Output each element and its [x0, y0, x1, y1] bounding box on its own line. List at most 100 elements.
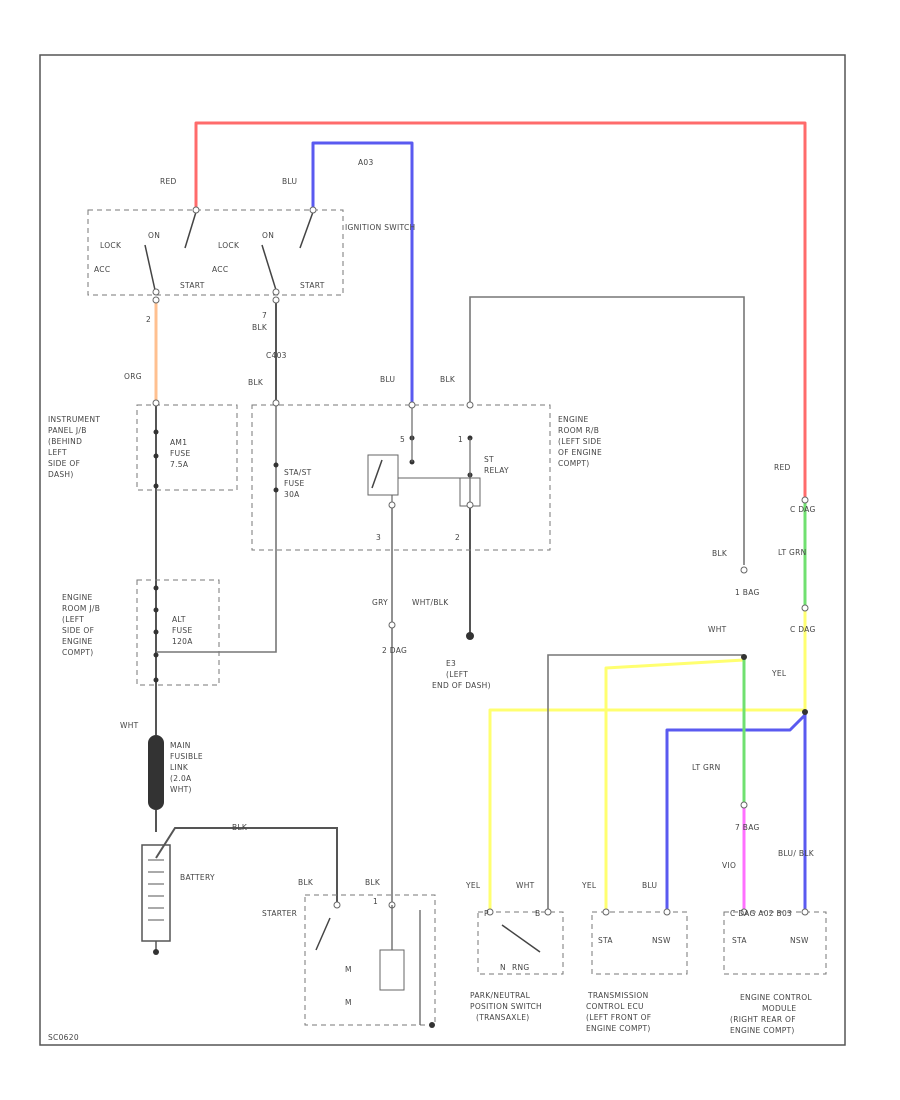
wire-red	[194, 121, 807, 502]
label-wire-7: 7	[262, 311, 267, 320]
svg-text:STA/ST: STA/ST	[284, 468, 312, 477]
ignition-switch-label: IGNITION SWITCH	[345, 223, 415, 232]
ip-jb-label: INSTRUMENT PANEL J/B (BEHIND LEFT SIDE O…	[48, 415, 100, 479]
label-c-dag: C DAG	[790, 505, 816, 514]
svg-text:E3: E3	[446, 659, 456, 668]
starter-box	[304, 894, 436, 1026]
svg-text:OF ENGINE: OF ENGINE	[558, 448, 602, 457]
ig-lock-1: LOCK	[100, 241, 122, 250]
alt-fuse: ALT FUSE 120A	[153, 585, 193, 683]
label-c403: C403	[266, 351, 287, 360]
ignition-switch-right	[261, 206, 317, 296]
label-blu-blk: BLU/ BLK	[778, 849, 815, 858]
label-wht-right: WHT	[708, 625, 727, 634]
svg-text:ROOM J/B: ROOM J/B	[62, 604, 100, 613]
label-red-top: RED	[160, 177, 177, 186]
starter: STARTER M M BLK BLK 1	[262, 878, 435, 1028]
svg-text:FUSE: FUSE	[170, 449, 191, 458]
label-vio: VIO	[722, 861, 736, 870]
ecm-box	[723, 911, 827, 975]
svg-text:BLK: BLK	[298, 878, 314, 887]
svg-text:(LEFT FRONT OF: (LEFT FRONT OF	[586, 1013, 651, 1022]
ip-jb-box	[136, 404, 238, 491]
ig-acc-2: ACC	[212, 265, 228, 274]
svg-text:NSW: NSW	[652, 936, 671, 945]
svg-text:RNG: RNG	[512, 963, 530, 972]
ground-e3: E3 (LEFT END OF DASH)	[432, 659, 491, 690]
svg-text:ROOM R/B: ROOM R/B	[558, 426, 599, 435]
ig-lock-2: LOCK	[218, 241, 240, 250]
er-jb-box	[136, 579, 220, 686]
svg-text:WHT: WHT	[516, 881, 535, 890]
svg-text:ST: ST	[484, 455, 494, 464]
ignition-switch-left	[144, 206, 200, 296]
label-c-dag-3: 2 DAG	[382, 646, 407, 655]
label-c-dag-2: C DAG	[790, 625, 816, 634]
svg-text:STA: STA	[598, 936, 613, 945]
label-org: ORG	[124, 372, 142, 381]
wire-battery	[155, 827, 338, 905]
wire-blk-relay-gnd	[469, 296, 745, 565]
st-relay: ST RELAY 5 1 3 2	[367, 405, 509, 542]
label-wht-blk: WHT/BLK	[412, 598, 449, 607]
svg-text:END OF DASH): END OF DASH)	[432, 681, 491, 690]
wire-blue-top	[311, 141, 414, 407]
svg-text:PANEL J/B: PANEL J/B	[48, 426, 87, 435]
label-yel-right: YEL	[771, 669, 787, 678]
label-c-bag-2: 7 BAG	[735, 823, 760, 832]
svg-text:ENGINE: ENGINE	[62, 593, 93, 602]
svg-text:YEL: YEL	[581, 881, 597, 890]
wire-yellow-pn	[488, 708, 807, 914]
ig-on-2: ON	[262, 231, 274, 240]
svg-text:P: P	[484, 909, 489, 918]
label-red-right: RED	[774, 463, 791, 472]
footer-code: SC0620	[48, 1033, 79, 1042]
svg-text:COMPT): COMPT)	[558, 459, 589, 468]
svg-text:BLK: BLK	[232, 823, 248, 832]
label-c-bag-1: 1 BAG	[735, 588, 760, 597]
ecm: C DAG A02 B03 STA NSW ENGINE CONTROL MOD…	[730, 908, 812, 1035]
svg-text:ENGINE CONTROL: ENGINE CONTROL	[740, 993, 812, 1002]
svg-text:(LEFT: (LEFT	[446, 670, 468, 679]
label-blu-mid: BLU	[380, 375, 395, 384]
svg-text:TRANSMISSION: TRANSMISSION	[587, 991, 649, 1000]
svg-text:3: 3	[376, 533, 381, 542]
svg-text:ENGINE COMPT): ENGINE COMPT)	[730, 1026, 795, 1035]
svg-text:CONTROL ECU: CONTROL ECU	[586, 1002, 644, 1011]
svg-text:ALT: ALT	[172, 615, 186, 624]
svg-text:PARK/NEUTRAL: PARK/NEUTRAL	[470, 991, 531, 1000]
ig-acc-1: ACC	[94, 265, 110, 274]
svg-text:YEL: YEL	[465, 881, 481, 890]
svg-text:STARTER: STARTER	[262, 909, 297, 918]
svg-text:MAIN: MAIN	[170, 741, 191, 750]
label-wire-2: 2	[146, 315, 151, 324]
svg-text:WHT): WHT)	[170, 785, 192, 794]
wire-alt-feed	[156, 402, 277, 653]
svg-text:ENGINE: ENGINE	[62, 637, 93, 646]
svg-text:B: B	[535, 909, 540, 918]
svg-text:SIDE OF: SIDE OF	[62, 626, 94, 635]
svg-text:1: 1	[458, 435, 463, 444]
svg-text:AM1: AM1	[170, 438, 187, 447]
er-jb-label: ENGINE ROOM J/B (LEFT SIDE OF ENGINE COM…	[62, 593, 100, 657]
ignition-switch-box	[87, 209, 344, 296]
svg-text:SIDE OF: SIDE OF	[48, 459, 80, 468]
svg-text:DASH): DASH)	[48, 470, 74, 479]
battery: BATTERY BLK	[141, 823, 248, 955]
am1-fuse: AM1 FUSE 7.5A	[153, 429, 191, 489]
er-rb-label: ENGINE ROOM R/B (LEFT SIDE OF ENGINE COM…	[558, 415, 602, 468]
svg-text:LINK: LINK	[170, 763, 189, 772]
svg-text:120A: 120A	[172, 637, 193, 646]
label-a03: A03	[358, 158, 374, 167]
svg-text:BATTERY: BATTERY	[180, 873, 215, 882]
svg-text:2: 2	[455, 533, 460, 542]
svg-text:C DAG A02 B03: C DAG A02 B03	[730, 909, 792, 918]
label-gry: GRY	[372, 598, 388, 607]
svg-text:WHT: WHT	[120, 721, 139, 730]
svg-text:MODULE: MODULE	[762, 1004, 796, 1013]
wire-yellow-tcm	[604, 658, 746, 914]
label-blk-right: BLK	[712, 549, 728, 558]
svg-text:5: 5	[400, 435, 405, 444]
ig-start-1: START	[180, 281, 205, 290]
